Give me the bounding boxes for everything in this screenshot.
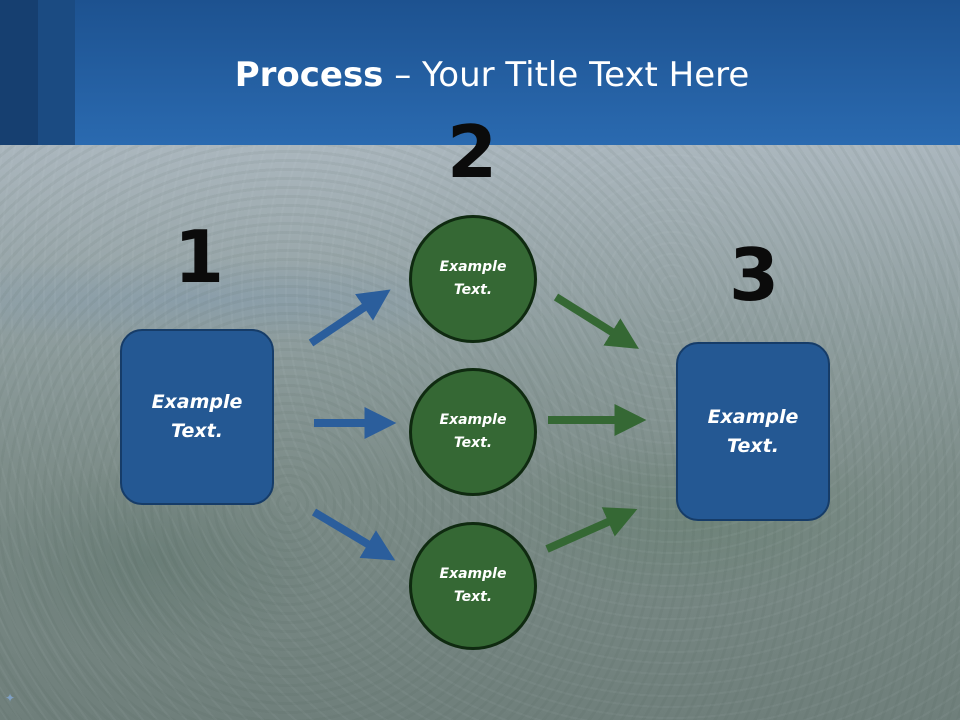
step-number-2[interactable]: 2 <box>446 110 498 194</box>
arrow-bottom-to-right-box <box>545 507 638 553</box>
middle-circle[interactable]: Example Text. <box>409 368 537 496</box>
header-bar <box>0 0 960 145</box>
top-circle[interactable]: Example Text. <box>409 215 537 343</box>
left-process-box[interactable]: Example Text. <box>120 329 274 505</box>
step-number-1[interactable]: 1 <box>173 215 225 299</box>
slide-title-rest: – Your Title Text Here <box>383 55 750 95</box>
bottom-circle[interactable]: Example Text. <box>409 522 537 650</box>
step-number-3[interactable]: 3 <box>728 233 780 317</box>
arrow-to-bottom-circle <box>311 508 396 561</box>
sparkle-icon: ✦ <box>4 691 16 705</box>
header-accent-strip-dark <box>0 0 38 145</box>
right-process-box[interactable]: Example Text. <box>676 342 830 521</box>
slide-title-bold: Process <box>234 55 384 95</box>
header-accent-strip-mid <box>38 0 75 145</box>
arrow-top-to-right-box <box>553 293 639 349</box>
arrow-to-top-circle <box>308 289 391 347</box>
slide-title[interactable]: Process – Your Title Text Here <box>0 52 960 98</box>
